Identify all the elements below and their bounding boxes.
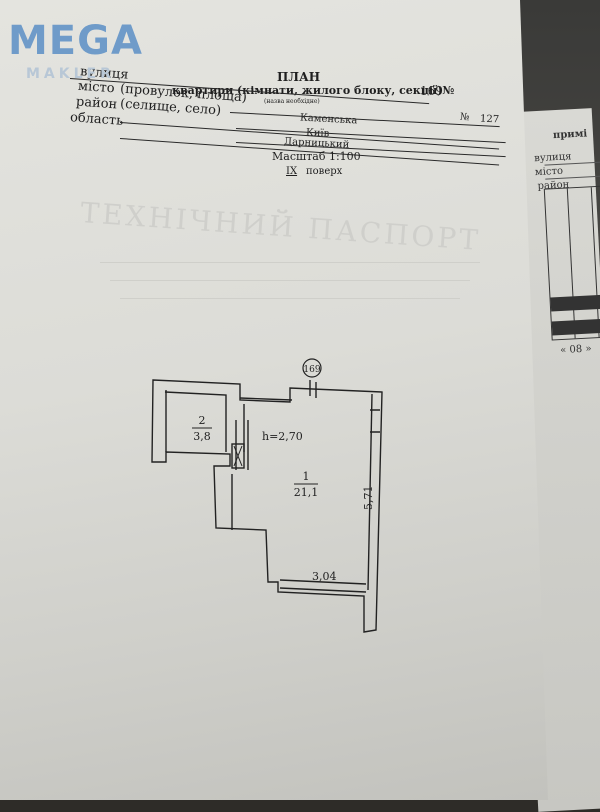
page-subtitle: квартири (кімнати, жилого блоку, секції)… — [172, 84, 455, 97]
floor-number: IX — [286, 166, 298, 177]
logo-mega: MEGA — [8, 18, 143, 64]
room-1-area: 21,1 — [294, 486, 319, 499]
floor-plan-drawing: 169 2 3,8 h=2,70 1 21,1 5,71 3,04 — [151, 358, 383, 633]
side-field-city: місто — [534, 165, 564, 179]
apartment-number: 169 — [420, 84, 443, 98]
page-title: ПЛАН — [277, 70, 321, 84]
side-heading: примі — [552, 128, 588, 142]
small-note: (назва необхідне) — [264, 98, 320, 105]
side-footer: « 08 » — [559, 343, 592, 357]
floor-label: поверх — [306, 166, 343, 177]
ventilation-shaft — [231, 443, 245, 469]
unit-marker-circle — [302, 358, 322, 378]
room-2-area: 3,8 — [193, 430, 211, 443]
room-2-number: 2 — [199, 414, 206, 427]
floor-plan-document: ТЕХНІЧНИЙ ПАСПОРТ ПЛАН квартири (кімнати… — [0, 0, 548, 800]
side-field-street: вулиця — [533, 151, 572, 165]
scale-label: Масштаб 1:100 — [272, 150, 361, 163]
dimension-width: 3,04 — [312, 570, 337, 583]
dimension-length: 5,71 — [362, 486, 375, 511]
logo-makler: MAKLER — [26, 66, 115, 82]
ceiling-height: h=2,70 — [262, 430, 303, 443]
unit-marker-text: 169 — [303, 365, 320, 375]
side-table — [543, 184, 600, 341]
room-1-number: 1 — [303, 470, 310, 483]
